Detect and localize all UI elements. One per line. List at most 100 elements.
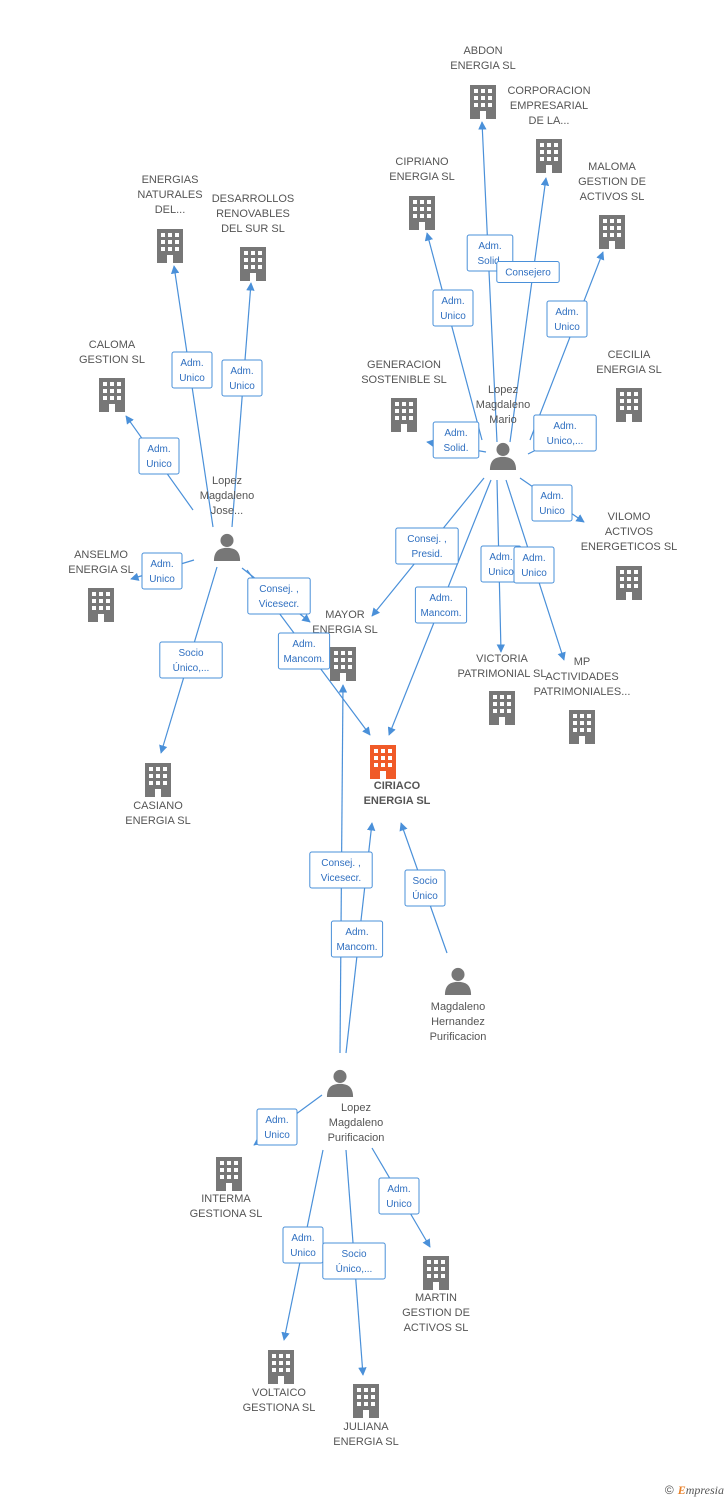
edge-label-lopez_mario-to-mayor[interactable]: Consej. ,Presid. (395, 527, 459, 565)
edge-label-lopez_jose-to-caloma[interactable]: Adm.Unico (138, 437, 180, 475)
person-icon (213, 533, 241, 561)
node-label: ENERGIA SL (68, 564, 133, 576)
edge-label-text: Unico (264, 1130, 290, 1141)
node-label: Lopez (212, 475, 242, 487)
node-cecilia[interactable]: CECILIA ENERGIA SL (596, 349, 662, 422)
node-label: INTERMA (201, 1193, 251, 1205)
edge-label-lopez_mario-to-maloma[interactable]: Adm.Unico (546, 300, 588, 338)
edge-label-text: Socio (412, 876, 437, 887)
edge-label-text: Adm. (489, 552, 512, 563)
node-label: PATRIMONIALES... (534, 686, 631, 698)
edge-label-lopez_mario-to-generacion[interactable]: Adm.Solid. (432, 421, 480, 459)
node-label: ENERGIAS (142, 174, 199, 186)
edge-label-lopez_purificacion-to-martin[interactable]: Adm.Unico (378, 1177, 420, 1215)
edge-label-text: Adm. (345, 927, 368, 938)
node-label: SOSTENIBLE SL (361, 374, 447, 386)
node-label: CIRIACO (374, 780, 421, 792)
edge-label-lopez_jose-to-energias_naturales[interactable]: Adm. Unico (171, 351, 213, 389)
edge-label-text: Adm. (540, 491, 563, 502)
node-label: Purificacion (430, 1031, 487, 1043)
node-label: MALOMA (588, 161, 636, 173)
edge-label-text: Unico (179, 373, 205, 384)
edge-label-lopez_jose-to-casiano[interactable]: SocioÚnico,... (159, 641, 223, 679)
edge-label-lopez_jose-to-desarrollos[interactable]: Adm.Unico (221, 359, 263, 397)
edge-label-box (277, 632, 331, 670)
edge-label-text: Adm. (522, 553, 545, 564)
edge-label-lopez_jose-to-anselmo[interactable]: Adm.Unico (141, 552, 183, 590)
node-label: NATURALES (137, 189, 202, 201)
edge-label-text: Unico (554, 322, 580, 333)
edge-label-text: Presid. (411, 549, 442, 560)
building-icon (370, 745, 396, 779)
node-label: VILOMO (608, 511, 651, 523)
node-label: GESTIONA SL (243, 1402, 316, 1414)
edge-label-lopez_purificacion-to-mayor[interactable]: Adm.Mancom. (330, 920, 384, 958)
edge-label-box (322, 1242, 386, 1280)
edge-label-lopez_mario-to-ciriaco[interactable]: Adm.Mancom. (414, 586, 468, 624)
node-label: ENERGIA SL (596, 364, 661, 376)
node-lopez_jose[interactable]: LopezMagdalenoJose... (200, 475, 254, 561)
edge-label-lopez_purificacion-to-ciriaco[interactable]: Consej. ,Vicesecr. (309, 851, 373, 889)
edge-label-lopez_mario-to-mp[interactable]: Adm.Unico (513, 546, 555, 584)
node-label: ABDON (463, 45, 502, 57)
node-energias_naturales[interactable]: ENERGIASNATURALESDEL... (137, 174, 203, 263)
building-icon (599, 215, 625, 249)
edge-label-box (159, 641, 223, 679)
edge-label-text: Adm. (180, 358, 203, 369)
edge-label-text: Unico (386, 1199, 412, 1210)
edge-label-text: Unico (146, 459, 172, 470)
edge-label-lopez_mario-to-corporacion[interactable]: Consejero (496, 261, 560, 283)
building-icon (409, 196, 435, 230)
edge-label-lopez_mario-to-cecilia[interactable]: Adm.Unico,... (533, 414, 597, 452)
node-label: ENERGIA SL (333, 1436, 398, 1448)
building-icon (489, 691, 515, 725)
node-label: VICTORIA (476, 653, 528, 665)
building-icon (353, 1384, 379, 1418)
edge-label-text: Unico,... (547, 436, 584, 447)
edge-label-lopez_purificacion-to-juliana[interactable]: SocioÚnico,... (322, 1242, 386, 1280)
edge-label-text: Adm. (292, 639, 315, 650)
edge-lopez_mario-to-corporacion (509, 177, 550, 443)
edge-label-lopez_purificacion-to-voltaico[interactable]: Adm.Unico (282, 1226, 324, 1264)
edge-label-lopez_jose-to-mayor[interactable]: Consej. ,Vicesecr. (247, 577, 311, 615)
edge-label-box (330, 920, 384, 958)
edge-label-lopez_purificacion-to-interma[interactable]: Adm.Unico (256, 1108, 298, 1146)
building-icon (470, 85, 496, 119)
building-icon (330, 647, 356, 681)
edge-label-box (395, 527, 459, 565)
edge-label-lopez_jose-to-ciriaco[interactable]: Adm.Mancom. (277, 632, 331, 670)
edge-label-box (247, 577, 311, 615)
edge-label-box (513, 546, 555, 584)
edge-label-lopez_mario-to-cipriano[interactable]: Adm.Unico (432, 289, 474, 327)
edge-label-text: Unico (149, 574, 175, 585)
edge-label-text: Unico (229, 381, 255, 392)
footer-brand[interactable]: ©Empresia (665, 1483, 724, 1498)
node-label: CECILIA (608, 349, 651, 361)
node-label: MP (574, 656, 591, 668)
node-mp[interactable]: MPACTIVIDADESPATRIMONIALES... (534, 656, 631, 744)
edge-label-lopez_mario-to-vilomo[interactable]: Adm. Unico (531, 484, 573, 522)
edge-label-text: Unico (539, 506, 565, 517)
